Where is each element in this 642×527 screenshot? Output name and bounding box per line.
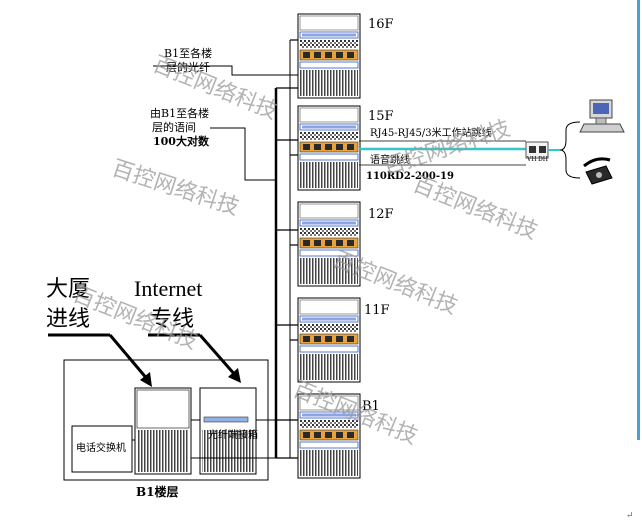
computer-icon	[579, 99, 625, 133]
floor-label-12f: 12F	[368, 207, 394, 222]
floor-rack	[297, 393, 361, 479]
voice-label-1: 由B1至各楼	[150, 107, 210, 120]
pbx-label: 电话交换机	[76, 443, 126, 454]
pbx-box	[71, 425, 133, 473]
b1-connections	[132, 419, 276, 459]
floor-label-15f: 15F	[368, 109, 394, 124]
return-mark: ↵	[626, 511, 634, 521]
internet-arrow	[148, 333, 241, 383]
floor-rack	[297, 201, 361, 287]
fiber-label-1: B1至各楼	[164, 47, 213, 60]
floor-rack	[297, 105, 361, 191]
right-edge-bar	[637, 0, 640, 440]
floor-branches	[276, 39, 300, 459]
workstation-cabling	[359, 121, 581, 179]
patch-cable-label: RJ45-RJ45/3米工作站跳线	[370, 128, 492, 139]
fiber-label-2: 层的光纤	[166, 61, 210, 74]
b1-floor-label: B1楼层	[136, 485, 179, 499]
voice-label-2: 层的语间	[152, 121, 196, 134]
b1-cabinet-left	[134, 387, 192, 475]
outlet-d-label: DH	[538, 156, 549, 163]
floor-rack	[297, 13, 361, 99]
fiber-box-label: 光纤端接箱	[208, 430, 258, 441]
annotation-lines	[153, 65, 300, 181]
telephone-icon	[583, 157, 613, 185]
building-in-arrow	[48, 333, 152, 387]
building-in-label-2: 进线	[46, 306, 91, 331]
floor-rack	[297, 297, 361, 383]
internet-label-2: 专线	[150, 306, 195, 331]
floor-label-11f: 11F	[364, 303, 390, 318]
floor-label-b1: B1	[362, 399, 380, 414]
internet-label-1: Internet	[134, 276, 203, 301]
building-in-label-1: 大厦	[46, 276, 91, 301]
voice-jumper-label: 语音跳线	[370, 155, 410, 166]
voice-model-label: 110RD2-200-19	[366, 171, 454, 182]
b1-cabinet-right	[199, 387, 257, 475]
outlet-v-label: VH	[527, 156, 537, 163]
voice-label-3: 100大对数	[153, 135, 209, 148]
floor-label-16f: 16F	[368, 17, 394, 32]
